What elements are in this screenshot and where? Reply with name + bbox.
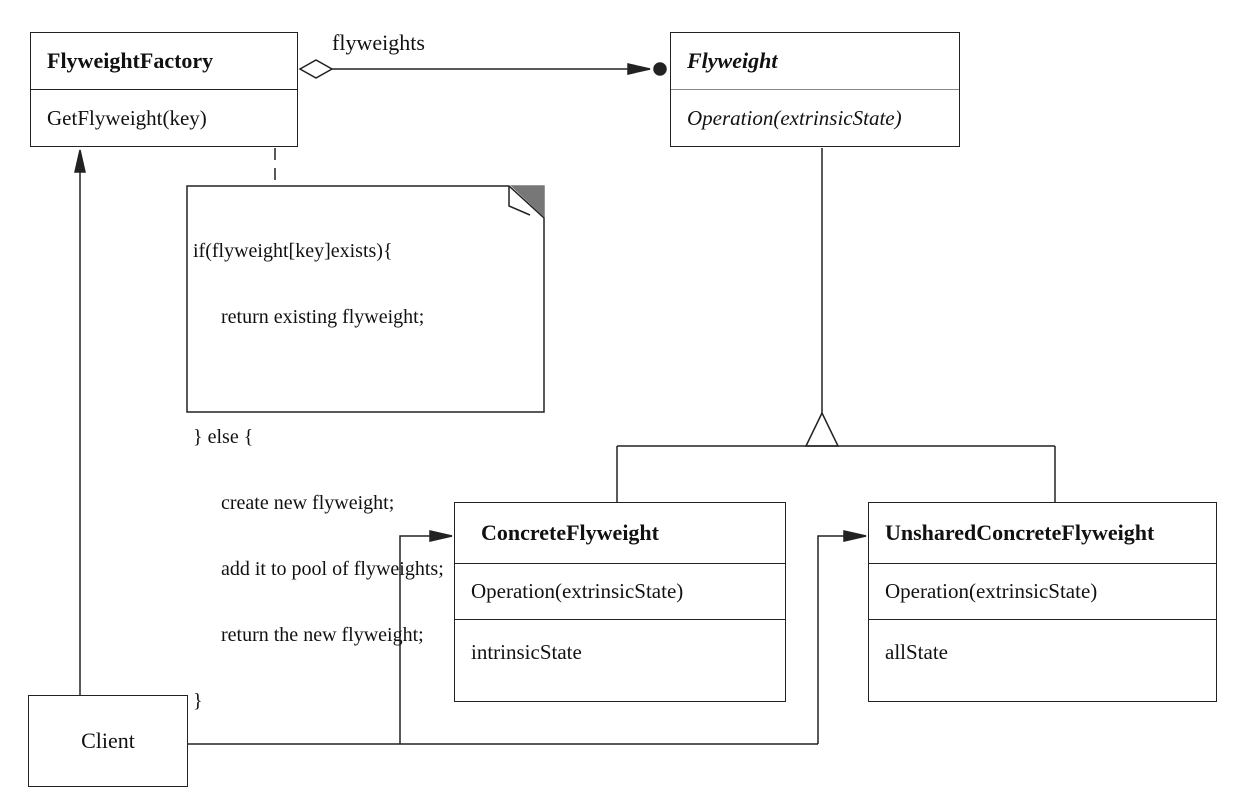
- unshared-concrete-flyweight-attribute: allState: [885, 640, 948, 664]
- flyweight-factory-operation: GetFlyweight(key): [47, 105, 207, 130]
- flyweight-class: Flyweight Operation(extrinsicState): [670, 32, 960, 147]
- note-code: if(flyweight[key]exists){ return existin…: [193, 196, 444, 734]
- client-concrete-arrowhead: [429, 530, 453, 542]
- flyweight-operation: Operation(extrinsicState): [687, 105, 902, 130]
- unshared-concrete-flyweight-class: UnsharedConcreteFlyweight Operation(extr…: [868, 502, 1217, 702]
- flyweight-factory-operations: GetFlyweight(key): [31, 89, 297, 146]
- note-fold-shade: [510, 185, 545, 218]
- note-line: add it to pool of flyweights;: [221, 558, 444, 580]
- concrete-flyweight-attribute: intrinsicState: [471, 640, 582, 664]
- unshared-concrete-flyweight-name: UnsharedConcreteFlyweight: [885, 520, 1155, 545]
- flyweight-factory-name: FlyweightFactory: [47, 48, 214, 73]
- generalization-triangle: [804, 411, 840, 447]
- flyweight-factory-class: FlyweightFactory GetFlyweight(key): [30, 32, 298, 147]
- client-name: Client: [81, 728, 135, 753]
- note-line: return the new flyweight;: [221, 624, 424, 646]
- multiplicity-dot: [653, 62, 667, 76]
- client-unshared-arrowhead: [843, 530, 867, 542]
- aggregation-diamond: [298, 59, 334, 79]
- concrete-flyweight-attributes: intrinsicState: [455, 619, 785, 699]
- note-line: if(flyweight[key]exists){: [193, 240, 393, 262]
- note-line: create new flyweight;: [221, 492, 395, 514]
- flyweight-name: Flyweight: [687, 48, 778, 73]
- note-line: return existing flyweight;: [221, 306, 425, 328]
- unshared-concrete-flyweight-operation: Operation(extrinsicState): [885, 579, 1098, 603]
- note-line: }: [193, 690, 203, 712]
- client-factory-arrowhead: [74, 149, 86, 173]
- note-line: } else {: [193, 426, 254, 448]
- unshared-concrete-flyweight-operations: Operation(extrinsicState): [869, 563, 1216, 619]
- note-fold: [508, 186, 531, 216]
- flyweight-name-section: Flyweight: [671, 33, 959, 89]
- client-class: Client: [28, 695, 188, 787]
- concrete-flyweight-name-section: ConcreteFlyweight: [455, 503, 785, 563]
- association-label: flyweights: [332, 30, 425, 55]
- note-box: [186, 185, 545, 413]
- flyweight-operations: Operation(extrinsicState): [671, 89, 959, 146]
- concrete-flyweight-name: ConcreteFlyweight: [481, 520, 659, 545]
- concrete-flyweight-operations: Operation(extrinsicState): [455, 563, 785, 619]
- association-arrowhead: [627, 63, 651, 75]
- concrete-flyweight-operation: Operation(extrinsicState): [471, 579, 684, 603]
- flyweight-factory-name-section: FlyweightFactory: [31, 33, 297, 89]
- client-unshared-line: [817, 535, 866, 744]
- concrete-flyweight-class: ConcreteFlyweight Operation(extrinsicSta…: [454, 502, 786, 702]
- unshared-concrete-flyweight-name-section: UnsharedConcreteFlyweight: [869, 503, 1216, 563]
- unshared-concrete-flyweight-attributes: allState: [869, 619, 1216, 699]
